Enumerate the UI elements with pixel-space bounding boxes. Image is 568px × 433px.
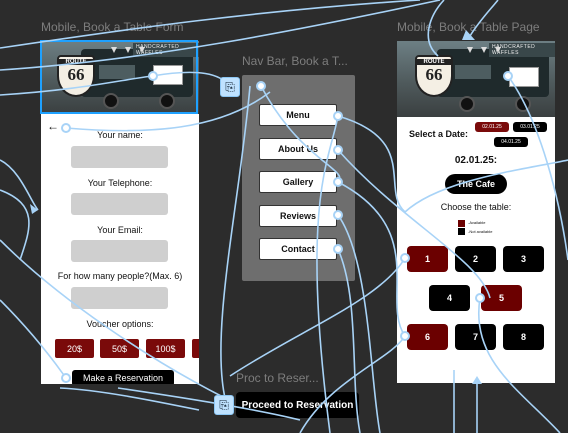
proceed-reservation-button[interactable]: Proceed to Reservation [236, 392, 359, 418]
frame-label-form: Mobile, Book a Table Form [41, 20, 184, 34]
connection-dot[interactable] [61, 123, 71, 133]
table-7[interactable]: 7 [455, 324, 496, 350]
choose-table-label: Choose the table: [440, 202, 512, 212]
voucher-more[interactable] [191, 338, 199, 359]
device-link-icon[interactable]: ⎘ [220, 77, 240, 97]
telephone-label: Your Telephone: [87, 178, 153, 188]
telephone-field[interactable] [71, 193, 168, 215]
table-6[interactable]: 6 [407, 324, 448, 350]
select-date-label: Select a Date: [409, 129, 469, 139]
email-field[interactable] [71, 240, 168, 262]
connection-dot[interactable] [503, 71, 513, 81]
connection-dot[interactable] [333, 244, 343, 254]
people-label: For how many people?(Max. 6) [57, 271, 183, 281]
device-link-icon-2[interactable]: ⎘ [214, 395, 234, 415]
make-reservation-button[interactable]: Make a Reservation [72, 370, 174, 384]
voucher-label: Voucher options: [86, 319, 154, 329]
connection-dot[interactable] [333, 177, 343, 187]
email-label: Your Email: [97, 225, 143, 235]
name-field[interactable] [71, 146, 168, 168]
connection-dot[interactable] [256, 81, 266, 91]
frame-label-nav: Nav Bar, Book a T... [242, 54, 348, 68]
voucher-100[interactable]: 100$ [145, 338, 186, 359]
selection-outline [40, 40, 198, 114]
legend-available-swatch [458, 220, 465, 227]
table-4[interactable]: 4 [429, 285, 470, 311]
selected-date: 02.01.25: [454, 155, 498, 166]
date-chip-2[interactable]: 03.01.25 [513, 122, 547, 132]
connection-dot[interactable] [333, 111, 343, 121]
connection-dot[interactable] [148, 71, 158, 81]
legend-unavailable-swatch [458, 228, 465, 235]
name-label: Your name: [97, 130, 143, 140]
table-3[interactable]: 3 [503, 246, 544, 272]
date-chip-1[interactable]: 02.01.25 [475, 122, 509, 132]
table-2[interactable]: 2 [455, 246, 496, 272]
frame-label-proc: Proc to Reser... [236, 371, 319, 385]
table-1[interactable]: 1 [407, 246, 448, 272]
legend-unavailable: -Not available [468, 229, 493, 234]
people-field[interactable] [71, 287, 168, 309]
table-5[interactable]: 5 [481, 285, 522, 311]
legend-available: -Available [468, 220, 486, 225]
connection-dot[interactable] [475, 293, 485, 303]
voucher-20[interactable]: 20$ [54, 338, 95, 359]
frame-label-page: Mobile, Book a Table Page [397, 20, 540, 34]
connection-dot[interactable] [400, 331, 410, 341]
connection-dot[interactable] [400, 253, 410, 263]
table-8[interactable]: 8 [503, 324, 544, 350]
connection-dot[interactable] [61, 373, 71, 383]
date-chip-3[interactable]: 04.01.25 [494, 137, 528, 147]
connection-dot[interactable] [333, 145, 343, 155]
venue-button[interactable]: The Cafe [445, 174, 507, 194]
connection-dot[interactable] [333, 210, 343, 220]
back-arrow-icon[interactable]: ← [47, 119, 59, 133]
